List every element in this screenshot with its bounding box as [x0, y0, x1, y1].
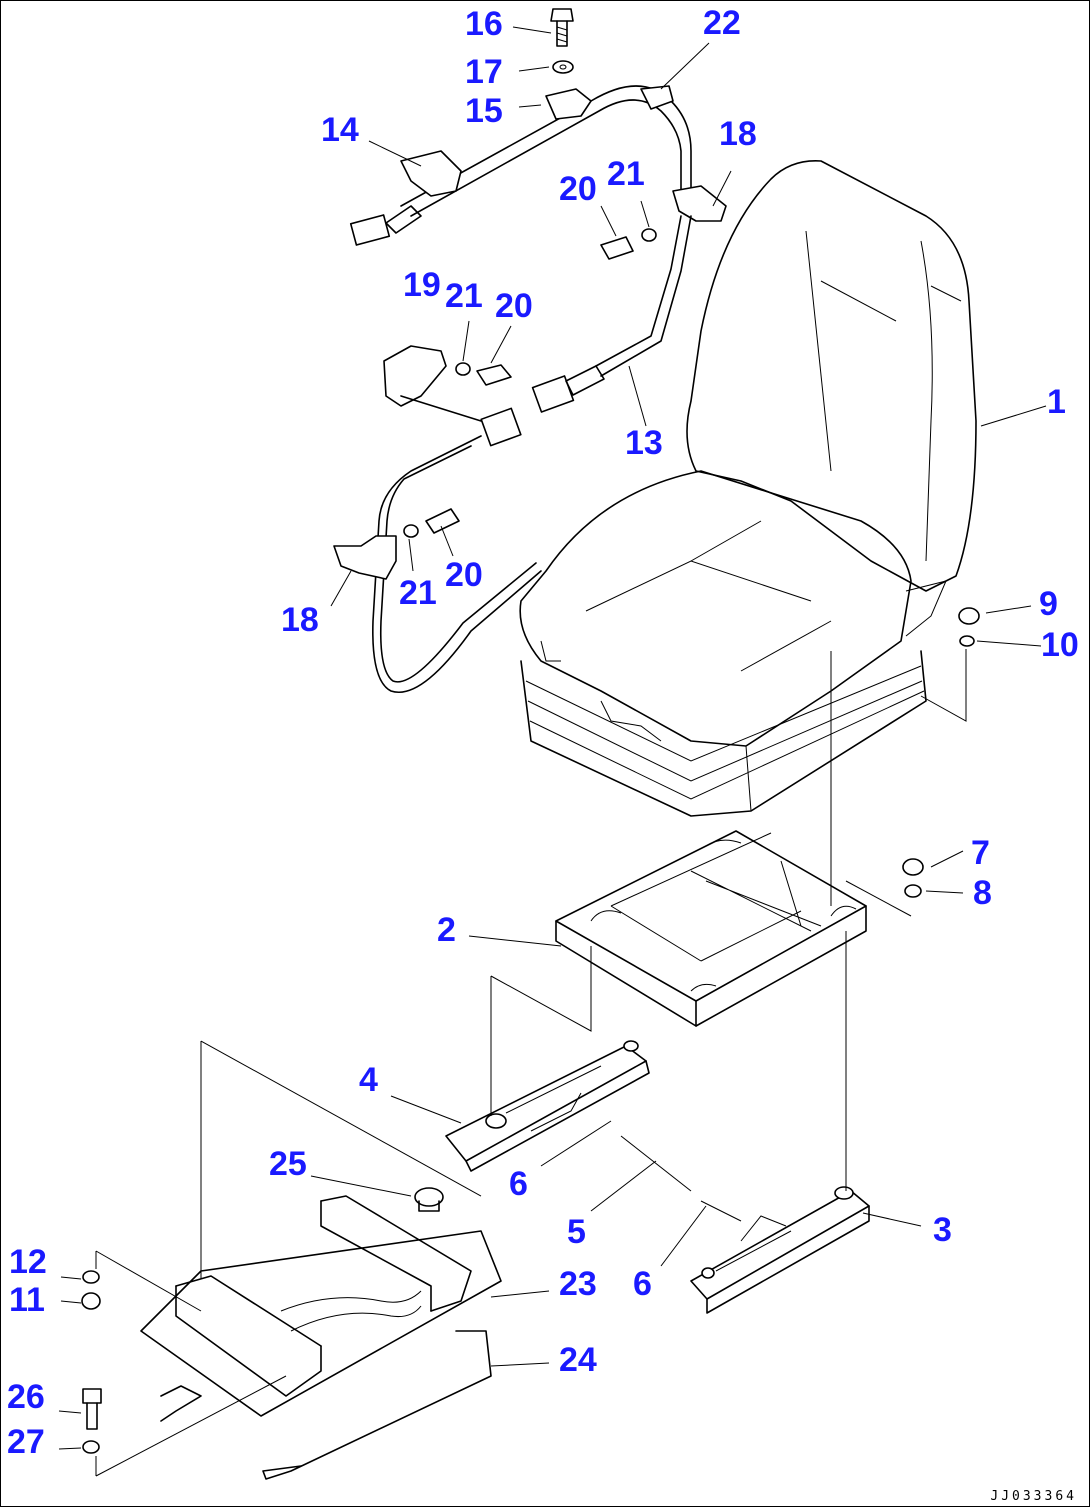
assembly-lines: [95, 649, 967, 1477]
callout-22: 22: [703, 4, 741, 42]
callout-10: 10: [1041, 626, 1079, 664]
callout-21-middle: 21: [445, 277, 483, 315]
slide-rail-left: [445, 1040, 650, 1172]
callout-11: 11: [9, 1281, 45, 1319]
callout-20-middle: 20: [495, 287, 533, 325]
seat-suspension: [520, 640, 927, 817]
callout-5: 5: [567, 1213, 586, 1251]
grab-bar-upper: [349, 85, 727, 246]
callout-27: 27: [7, 1423, 45, 1461]
callout-9: 9: [1039, 585, 1058, 623]
callout-19: 19: [403, 266, 441, 304]
callout-1: 1: [1047, 383, 1066, 421]
callout-17: 17: [465, 53, 503, 91]
callout-6-left: 6: [509, 1165, 528, 1203]
callout-12: 12: [9, 1243, 47, 1281]
callout-15: 15: [465, 92, 503, 130]
callout-16: 16: [465, 5, 503, 43]
drawing-code: JJ033364: [990, 1489, 1077, 1504]
callout-20-lower: 20: [445, 556, 483, 594]
callout-3: 3: [933, 1211, 952, 1249]
callout-14: 14: [321, 111, 359, 149]
slide-rail-right: [690, 1186, 870, 1314]
callout-6-right: 6: [633, 1265, 652, 1303]
callout-4: 4: [359, 1061, 378, 1099]
seat-mounting-plate: [555, 830, 867, 1027]
callout-13: 13: [625, 424, 663, 462]
callout-23: 23: [559, 1265, 597, 1303]
seat-cushion: [519, 470, 947, 747]
callout-18-upper: 18: [719, 115, 757, 153]
callout-20-upper: 20: [559, 170, 597, 208]
seat-backrest: [686, 160, 977, 592]
callout-18-lower: 18: [281, 601, 319, 639]
callout-26: 26: [7, 1378, 45, 1416]
base-plate: [160, 1330, 492, 1480]
callout-24: 24: [559, 1341, 597, 1379]
leader-lines: [58, 26, 1047, 1450]
pin-25: [414, 1187, 444, 1212]
callout-25: 25: [269, 1145, 307, 1183]
base-frame: [140, 1195, 502, 1417]
hardware-bolts-washers: [81, 8, 980, 1454]
grab-bar-lower: [333, 215, 692, 693]
callout-7: 7: [971, 834, 990, 872]
callout-2: 2: [437, 911, 456, 949]
callout-8: 8: [973, 874, 992, 912]
callout-21-lower: 21: [399, 574, 437, 612]
callout-21-upper: 21: [607, 155, 645, 193]
